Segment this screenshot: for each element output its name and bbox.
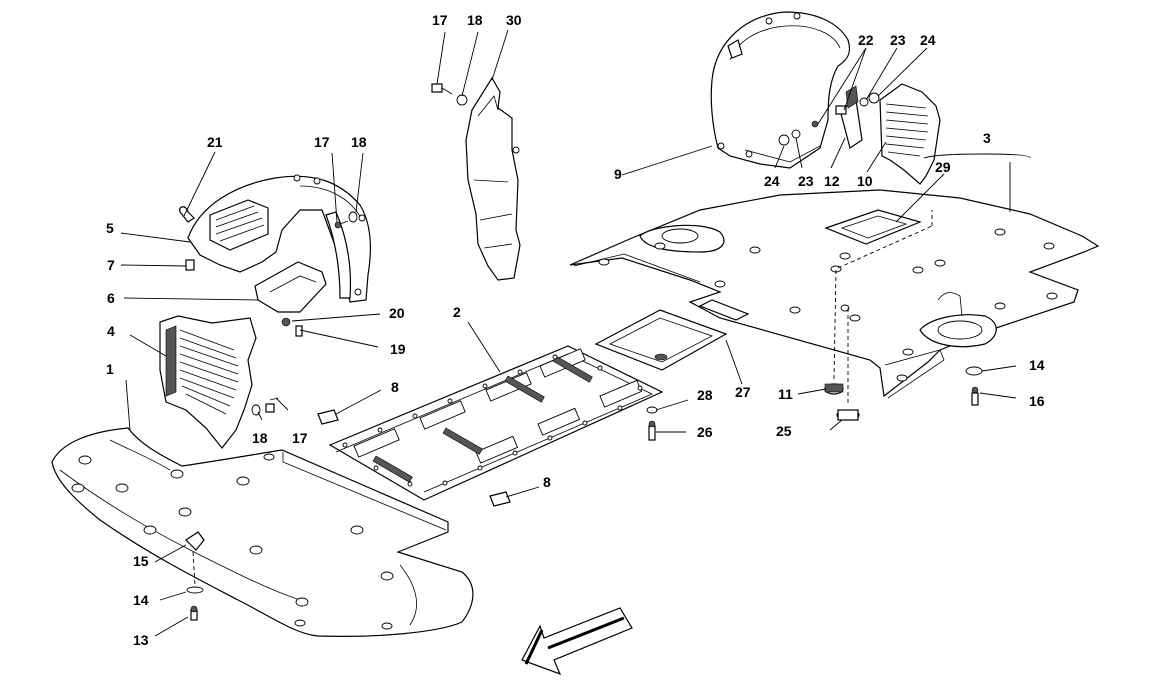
tray-holes — [342, 354, 643, 487]
callout-6: 6 — [107, 290, 115, 306]
pad-8-bottom[interactable] — [489, 491, 511, 507]
callout-14-left: 14 — [133, 592, 149, 608]
front-wheelhouse-liner-rear-section[interactable] — [159, 315, 257, 449]
rear-panel-mounting-holes — [598, 228, 1058, 382]
callout-17-mid: 17 — [314, 134, 330, 150]
callout-24-low: 24 — [764, 173, 780, 189]
access-cover[interactable] — [254, 261, 327, 313]
fastener-pair-17-18-shield[interactable] — [431, 83, 468, 106]
rear-wheelhouse-liner-rear-section[interactable] — [879, 83, 941, 185]
callout-12: 12 — [824, 173, 840, 189]
callout-21: 21 — [207, 134, 223, 150]
callout-2: 2 — [453, 304, 461, 320]
callout-19: 19 — [390, 341, 406, 357]
callout-13: 13 — [133, 632, 149, 648]
callout-18-mid: 18 — [351, 134, 367, 150]
callout-28: 28 — [697, 387, 713, 403]
fastener-pair-17-18-front[interactable] — [251, 397, 279, 416]
pad-8-left[interactable] — [317, 409, 339, 425]
grille-slats — [179, 329, 239, 415]
callout-labels: 1 2 3 4 5 6 7 8 8 9 10 11 12 13 14 14 15… — [106, 12, 1045, 648]
callout-8-left: 8 — [391, 379, 399, 395]
screw-19-20[interactable] — [281, 317, 303, 337]
washer-14-rear[interactable] — [965, 366, 983, 376]
leader-lines — [120, 29, 1031, 637]
callout-3: 3 — [983, 130, 991, 146]
callout-18-top: 18 — [467, 12, 483, 28]
callout-23-low: 23 — [798, 173, 814, 189]
callout-4: 4 — [107, 323, 115, 339]
callout-11: 11 — [778, 386, 793, 402]
rear-grille-slats — [885, 103, 929, 157]
screw-16[interactable] — [971, 386, 979, 406]
callout-29: 29 — [935, 159, 951, 175]
fastener-pair-17-18-upper[interactable] — [334, 211, 358, 229]
callout-30: 30 — [506, 12, 522, 28]
callout-26: 26 — [697, 424, 713, 440]
callout-8-bottom: 8 — [543, 474, 551, 490]
central-tray-panel[interactable] — [328, 345, 664, 501]
callout-5: 5 — [106, 220, 114, 236]
callout-16: 16 — [1029, 393, 1045, 409]
callout-14-right: 14 — [1029, 357, 1045, 373]
rear-underbody-panel[interactable] — [569, 189, 1100, 399]
bump-stop-25[interactable] — [836, 409, 860, 421]
callout-7: 7 — [107, 257, 115, 273]
callout-10: 10 — [857, 173, 873, 189]
fasteners-22-23-24-right[interactable] — [835, 92, 880, 115]
clip-7[interactable] — [185, 259, 195, 271]
clip-21[interactable] — [179, 206, 195, 223]
front-underbody-panel[interactable] — [51, 427, 474, 637]
callout-17-low: 17 — [292, 430, 308, 446]
fastener-stack-13-14-15[interactable] — [185, 531, 205, 621]
direction-arrow-icon — [521, 607, 633, 676]
front-wheelhouse-liner[interactable] — [187, 174, 371, 303]
fasteners-23-24-left[interactable] — [778, 120, 819, 146]
callout-9: 9 — [614, 166, 622, 182]
callout-15: 15 — [133, 553, 149, 569]
underbody-mounting-points — [71, 453, 394, 630]
callout-25: 25 — [776, 423, 792, 439]
callout-27: 27 — [735, 384, 751, 400]
screw-26-28[interactable] — [646, 406, 658, 441]
callout-18-low: 18 — [252, 430, 268, 446]
callout-24-top: 24 — [920, 32, 936, 48]
callout-17-top: 17 — [432, 12, 448, 28]
bump-stop-11[interactable] — [824, 383, 844, 395]
rear-wheelhouse-liner[interactable] — [710, 11, 851, 169]
callout-1: 1 — [106, 361, 114, 377]
vertical-shield[interactable] — [465, 76, 521, 281]
inspection-plate[interactable] — [594, 309, 728, 371]
bracket-12[interactable] — [839, 85, 863, 149]
callout-22: 22 — [858, 32, 874, 48]
callout-23-top: 23 — [890, 32, 906, 48]
callout-20: 20 — [389, 305, 405, 321]
